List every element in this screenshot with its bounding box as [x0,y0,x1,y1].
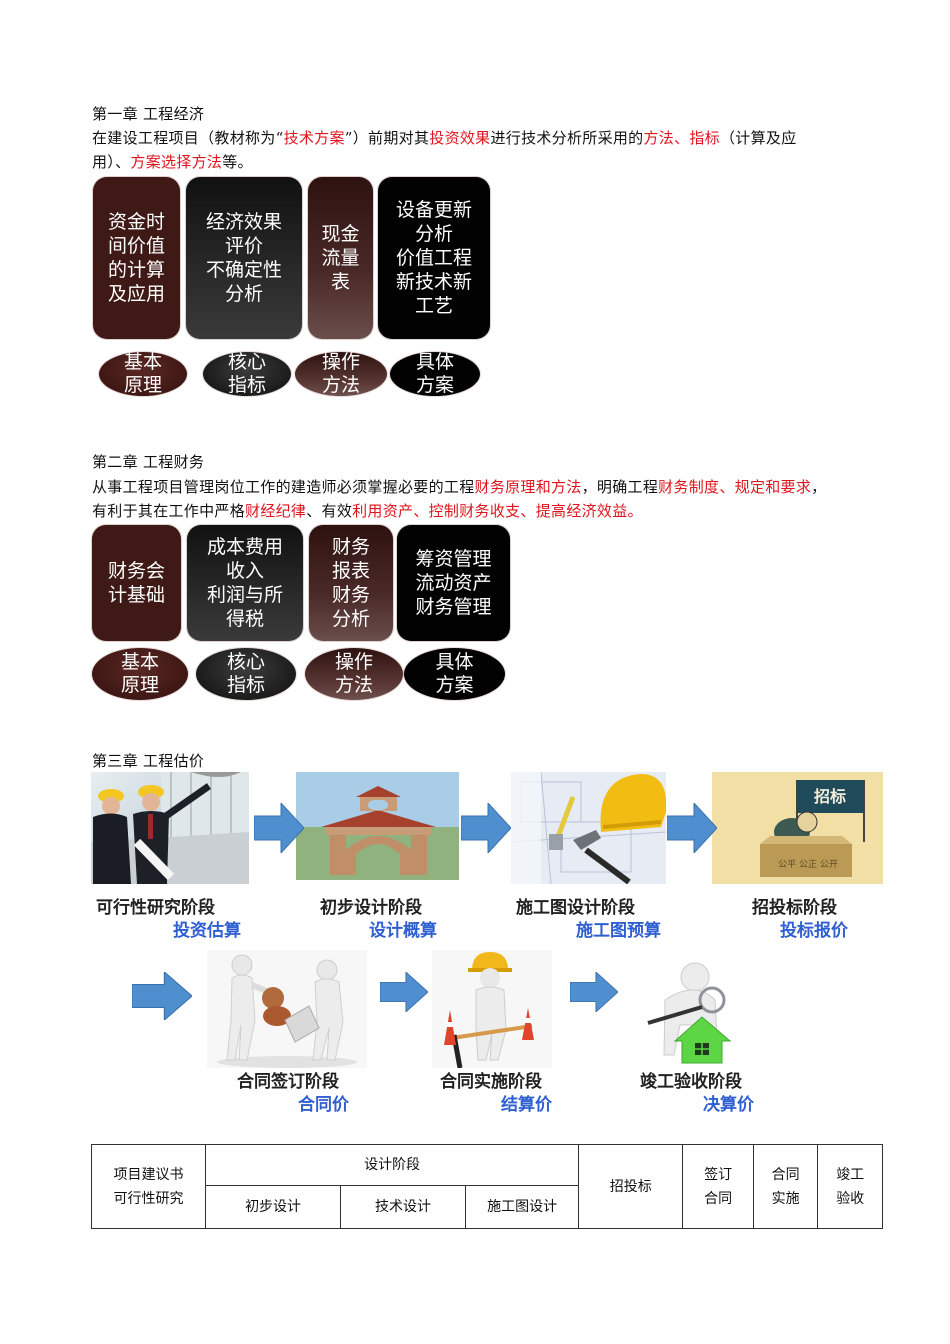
stage-preliminary-design: 初步设计阶段 设计概算 [320,898,437,941]
stage-completion-acceptance: 竣工验收阶段 决算价 [640,1072,754,1115]
intro-text: （计算及应 [720,129,797,147]
highlight-text: 财经纪律 [245,502,307,520]
cell-technical-design: 技术设计 [340,1185,467,1229]
highlight-text: 方法、指标 [643,129,720,147]
highlight-text: 投资效果 [429,129,491,147]
chapter3-title: 第三章 工程估价 [92,752,205,770]
cell-completion-acceptance: 竣工验收 [817,1144,883,1229]
cell-preliminary-design: 初步设计 [205,1185,342,1229]
highlight-text: 财务制度、规定和要求 [658,478,812,496]
highlight-text: 方案选择方法 [130,153,223,171]
ch2-box-core: 成本费用收入利润与所得税 [187,525,303,641]
stage-construction-drawing: 施工图设计阶段 施工图预算 [516,898,661,941]
inspector-magnifier-house [640,955,740,1065]
ch1-box-core: 经济效果评价不确定性分析 [186,177,302,339]
figures-stamping-contract [207,950,367,1068]
phase-table: 项目建议书可行性研究 设计阶段 招投标 签订合同 合同实施 竣工验收 初步设计 … [90,1144,883,1229]
chapter1-intro-line2: 用）、方案选择方法等。 [92,150,253,174]
svg-text:招标: 招标 [814,787,846,806]
highlight-text: 财务原理和方法 [474,478,582,496]
engineers-pointing-photo [91,772,249,884]
stage-contract-signing: 合同签订阶段 合同价 [237,1072,349,1115]
bidding-cartoon: 招标 公平 公正 公开 [712,772,883,884]
cell-construction-drawing-design: 施工图设计 [465,1185,580,1229]
ch2-box-basic: 财务会计基础 [92,525,181,641]
cell-sign-contract: 签订合同 [682,1144,754,1229]
intro-text: 有利于其在工作中严格 [92,502,246,520]
ch2-label-basic: 基本原理 [92,648,188,700]
arrow-right-icon [667,803,717,853]
stage-contract-implementation: 合同实施阶段 结算价 [440,1072,552,1115]
chapter2-intro-line1: 从事工程项目管理岗位工作的建造师必须掌握必要的工程财务原理和方法，明确工程财务制… [92,475,826,499]
stage-bidding: 招投标阶段 投标报价 [752,898,848,941]
arrow-right-icon [380,972,428,1012]
worker-with-cones [432,950,552,1068]
intro-text: 在建设工程项目（教材称为“ [92,129,284,147]
ch2-box-method: 财务报表财务分析 [309,525,393,641]
highlight-text: 利用资产、控制财务收支、提高经济效益。 [352,502,643,520]
arrow-right-icon [461,803,511,853]
ch1-label-plan: 具体方案 [390,352,480,396]
arrow-right-icon [570,972,618,1012]
ch2-label-method: 操作方法 [305,648,403,700]
intro-text: 等。 [222,153,253,171]
chapter2-title: 第二章 工程财务 [92,453,205,471]
ch1-box-method: 现金流量表 [308,177,373,339]
cell-bidding: 招投标 [578,1144,684,1229]
arrow-right-icon [132,972,192,1020]
chapter1-title: 第一章 工程经济 [92,105,205,123]
highlight-text: 技术方案 [283,129,345,147]
chapter1-intro-line1: 在建设工程项目（教材称为“技术方案”）前期对其投资效果进行技术分析所采用的方法、… [92,126,797,150]
intro-text: 进行技术分析所采用的 [490,129,644,147]
arrow-right-icon [254,803,304,853]
pavilion-3d-model [296,772,459,880]
ch2-label-core: 核心指标 [196,648,296,700]
stage-feasibility: 可行性研究阶段 投资估算 [96,898,241,941]
intro-text: 、有效 [306,502,353,520]
blueprint-hardhat-tools [511,772,666,884]
svg-text:公平 公正 公开: 公平 公正 公开 [778,859,838,870]
ch2-label-plan: 具体方案 [404,648,505,700]
cell-proposal-feasibility: 项目建议书可行性研究 [90,1144,207,1229]
ch1-box-basic: 资金时间价值的计算及应用 [93,177,180,339]
intro-text: 从事工程项目管理岗位工作的建造师必须掌握必要的工程 [92,478,475,496]
cell-design-stage: 设计阶段 [205,1144,580,1186]
ch1-label-core: 核心指标 [203,352,291,396]
ch2-box-plan: 筹资管理流动资产财务管理 [397,525,510,641]
ch1-label-method: 操作方法 [295,352,387,396]
ch1-box-plan: 设备更新分析价值工程新技术新工艺 [378,177,490,339]
intro-text: ，明确工程 [581,478,659,496]
cell-contract-implementation: 合同实施 [752,1144,819,1229]
intro-text: 用）、 [92,153,131,171]
chapter2-intro-line2: 有利于其在工作中严格财经纪律、有效利用资产、控制财务收支、提高经济效益。 [92,499,643,523]
ch1-label-basic: 基本原理 [99,352,187,396]
intro-text: ”）前期对其 [344,129,430,147]
intro-text: ， [811,478,827,496]
